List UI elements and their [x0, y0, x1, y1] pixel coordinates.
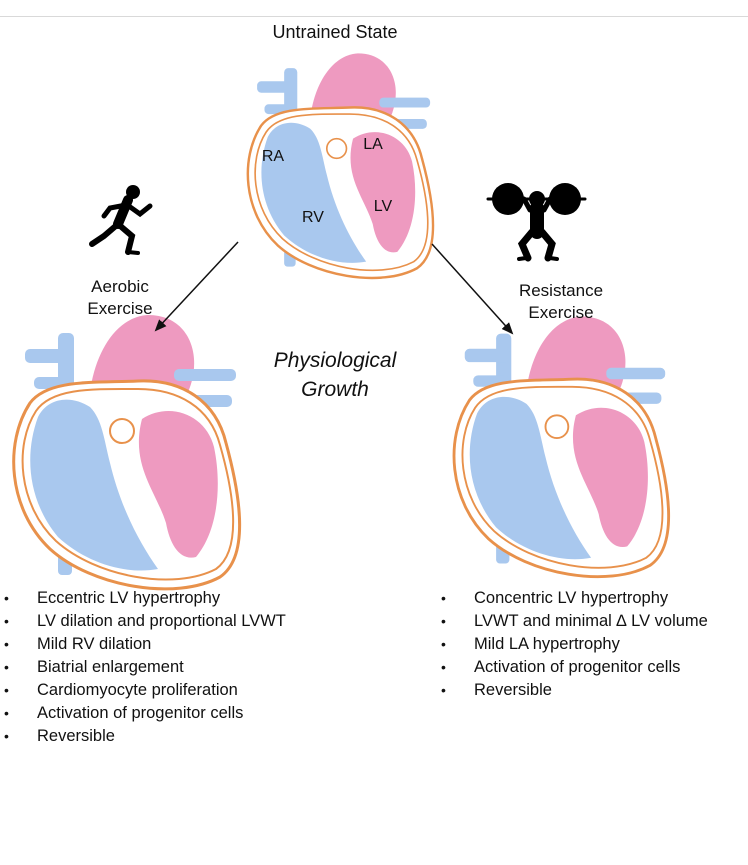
- resistance-effects-list: Concentric LV hypertrophy LVWT and minim…: [437, 587, 708, 702]
- la-label: LA: [363, 136, 383, 153]
- lv-label: LV: [373, 198, 393, 215]
- resistance-label-line-2: Exercise: [528, 303, 594, 322]
- arrow-to-resistance: [431, 243, 514, 335]
- list-item: LVWT and minimal ∆ LV volume: [437, 610, 708, 633]
- list-item: Cardiomyocyte proliferation: [0, 679, 286, 702]
- list-item: LV dilation and proportional LVWT: [0, 610, 286, 633]
- untrained-state-title: Untrained State: [272, 22, 398, 42]
- list-item: Reversible: [0, 725, 286, 748]
- list-item: Concentric LV hypertrophy: [437, 587, 708, 610]
- list-item: Activation of progenitor cells: [437, 656, 708, 679]
- top-divider: [0, 16, 748, 17]
- center-label-line-1: Physiological: [273, 349, 397, 372]
- rv-label: RV: [302, 209, 324, 226]
- list-item: Activation of progenitor cells: [0, 702, 286, 725]
- resistance-label-line-1: Resistance: [518, 281, 604, 300]
- aerobic-exercise-label: Aerobic Exercise: [60, 276, 180, 320]
- runner-icon: [89, 185, 153, 255]
- list-item: Biatrial enlargement: [0, 656, 286, 679]
- resistance-heart-illustration: [452, 315, 671, 579]
- physiological-growth-label: Physiological Growth: [240, 346, 430, 404]
- weightlifter-icon: [486, 183, 587, 262]
- resistance-exercise-label: Resistance Exercise: [496, 280, 626, 324]
- list-item: Mild LA hypertrophy: [437, 633, 708, 656]
- aerobic-heart-illustration: [12, 313, 242, 591]
- list-item: Mild RV dilation: [0, 633, 286, 656]
- ra-label: RA: [261, 148, 285, 165]
- list-item: Reversible: [437, 679, 708, 702]
- aerobic-label-line-1: Aerobic: [91, 277, 149, 296]
- center-label-line-2: Growth: [301, 378, 369, 401]
- arrow-to-aerobic: [154, 241, 239, 332]
- aerobic-effects-list: Eccentric LV hypertrophy LV dilation and…: [0, 587, 286, 748]
- list-item: Eccentric LV hypertrophy: [0, 587, 286, 610]
- aerobic-label-line-2: Exercise: [87, 299, 153, 318]
